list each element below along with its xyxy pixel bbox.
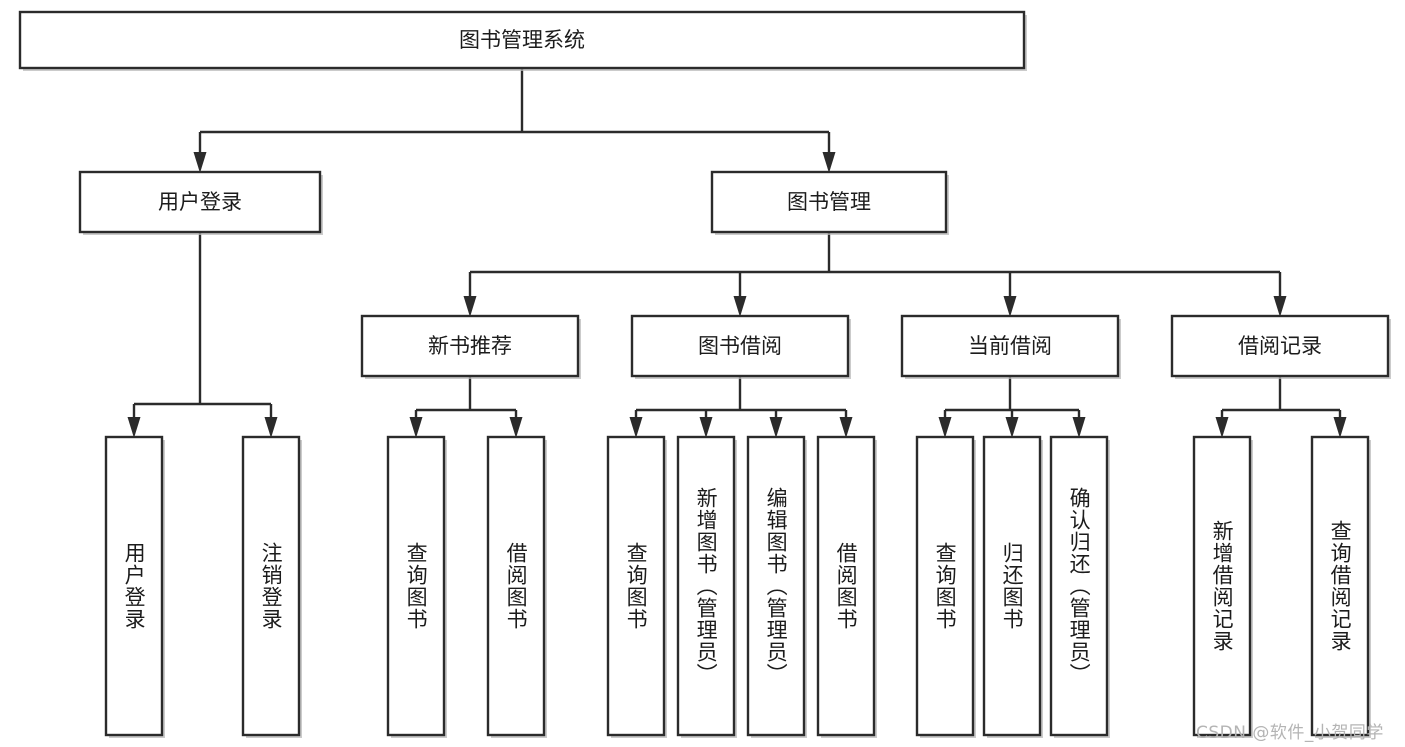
node-label: 图书借阅 [698,334,782,358]
node-box[interactable] [1170,314,1390,378]
node-leaf-query-borrow-record[interactable] [1310,435,1371,738]
node-new-book-recommend[interactable]: 新书推荐 [360,314,581,379]
node-leaf-borrow-book[interactable] [816,435,877,738]
node-box[interactable] [360,314,580,378]
arrow-head-icon [509,417,523,438]
arrow-head-icon [1273,296,1287,317]
node-box[interactable] [1192,435,1252,737]
node-box[interactable] [386,435,446,737]
node-leaf-return-book[interactable] [982,435,1043,738]
arrow-head-icon [1333,417,1347,438]
node-leaf-confirm-return[interactable] [1049,435,1110,738]
node-box[interactable] [746,435,806,737]
connector-group-book-manage [463,232,1287,317]
connector-group-root [193,68,836,173]
arrow-head-icon [409,417,423,438]
node-box[interactable] [486,435,546,737]
node-label: 借阅记录 [1238,334,1322,358]
node-label: 图书管理 [787,190,871,214]
node-box[interactable] [78,170,322,234]
node-box[interactable] [816,435,876,737]
arrow-head-icon [193,152,207,173]
connector-group-book-borrow [629,376,853,438]
node-label: 当前借阅 [968,334,1052,358]
connector-group-user-login [127,232,278,438]
node-book-manage[interactable]: 图书管理 [710,170,949,235]
arrow-head-icon [1005,417,1019,438]
arrow-head-icon [264,417,278,438]
connector-group-current-borrow [938,376,1086,438]
node-box[interactable] [1310,435,1370,737]
node-box[interactable] [104,435,164,737]
arrow-head-icon [463,296,477,317]
arrow-head-icon [733,296,747,317]
watermark-text: CSDN @软件_小贺同学 [1196,723,1384,743]
node-leaf-query-book-current[interactable] [915,435,976,738]
node-leaf-query-book-recommend[interactable] [386,435,447,738]
arrow-head-icon [1003,296,1017,317]
node-box[interactable] [1049,435,1109,737]
node-box[interactable] [606,435,666,737]
node-box[interactable] [676,435,736,737]
arrow-head-icon [1072,417,1086,438]
node-leaf-add-borrow-record[interactable] [1192,435,1253,738]
connector-group-borrow-record [1215,376,1347,438]
edge-layer [127,68,1347,438]
arrow-head-icon [127,417,141,438]
arrow-head-icon [1215,417,1229,438]
node-root[interactable]: 图书管理系统 [18,10,1027,71]
node-leaf-edit-book[interactable] [746,435,807,738]
arrow-head-icon [822,152,836,173]
node-leaf-add-book[interactable] [676,435,737,738]
node-book-borrow[interactable]: 图书借阅 [630,314,851,379]
node-leaf-user-logout[interactable] [241,435,302,738]
node-label: 图书管理系统 [459,28,585,52]
connector-group-new-book-recommend [409,376,523,438]
node-user-login[interactable]: 用户登录 [78,170,323,235]
node-box[interactable] [18,10,1026,70]
node-leaf-borrow-book-recommend[interactable] [486,435,547,738]
node-leaf-query-book-borrow[interactable] [606,435,667,738]
node-leaf-user-login[interactable] [104,435,165,738]
node-box[interactable] [900,314,1120,378]
node-label: 新书推荐 [428,334,512,358]
arrow-head-icon [629,417,643,438]
arrow-head-icon [769,417,783,438]
arrow-head-icon [839,417,853,438]
node-borrow-record[interactable]: 借阅记录 [1170,314,1391,379]
node-label: 用户登录 [158,190,242,214]
node-box[interactable] [630,314,850,378]
arrow-head-icon [938,417,952,438]
node-box[interactable] [710,170,948,234]
node-box[interactable] [982,435,1042,737]
node-box[interactable] [915,435,975,737]
node-box[interactable] [241,435,301,737]
node-current-borrow[interactable]: 当前借阅 [900,314,1121,379]
arrow-head-icon [699,417,713,438]
